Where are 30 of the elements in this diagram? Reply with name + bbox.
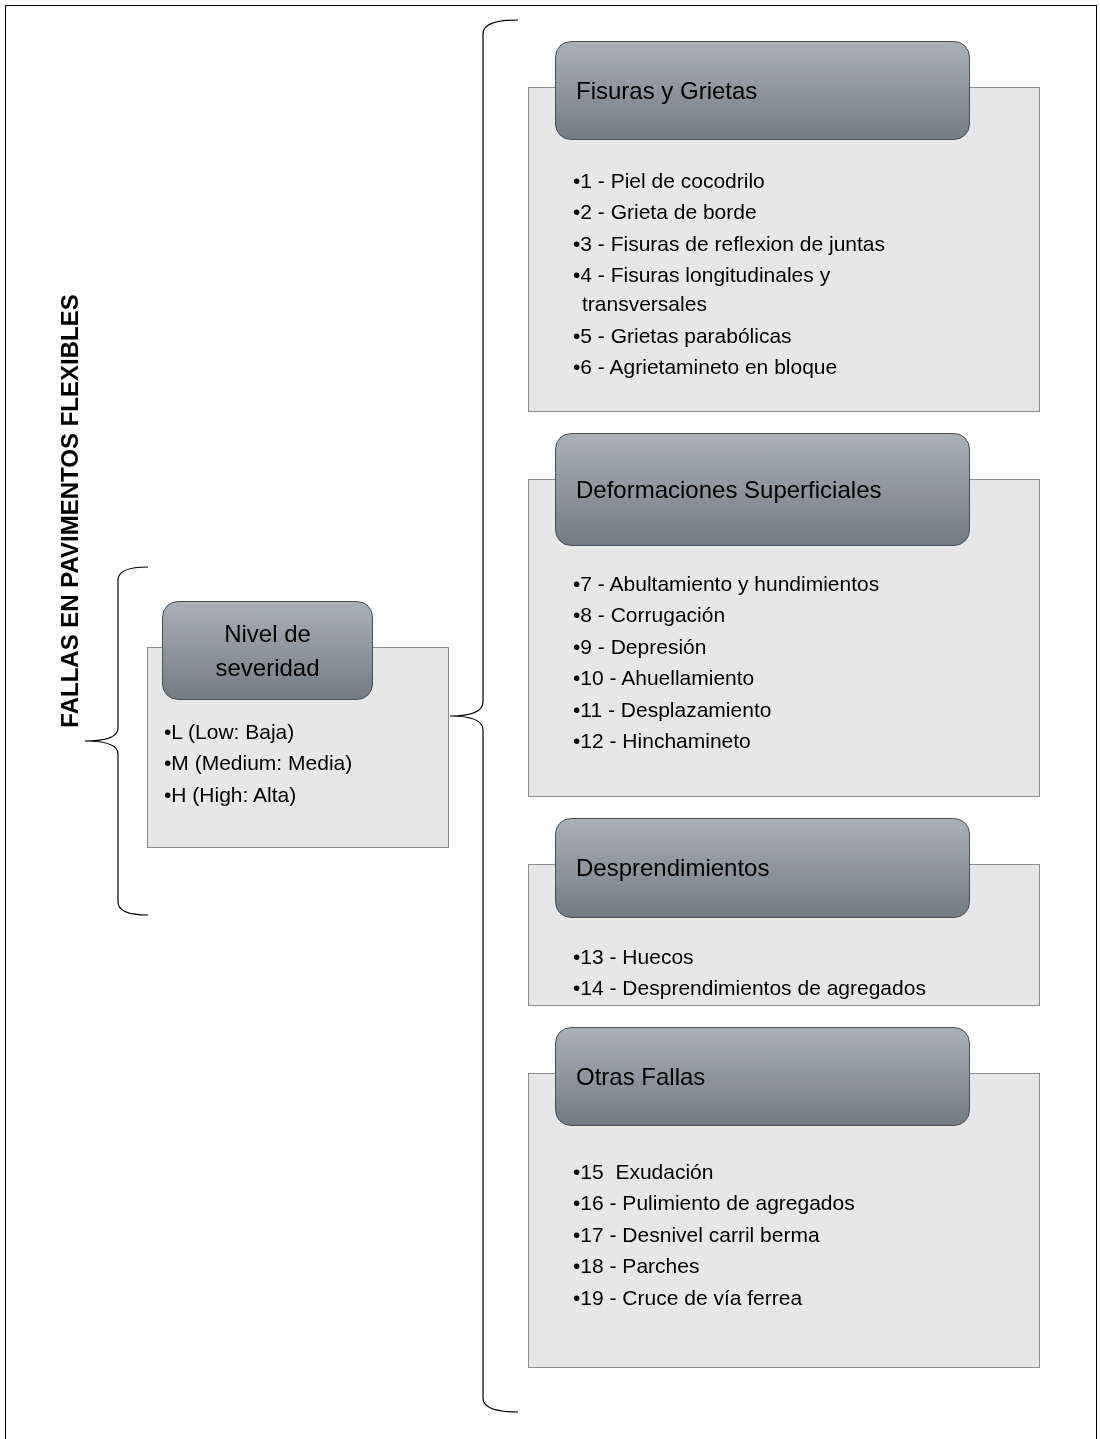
category-heading: Nivel de severidad: [214, 618, 321, 683]
list-item: •4 - Fisuras longitudinales y transversales: [573, 262, 832, 317]
list-item: •10 - Ahuellamiento: [573, 665, 756, 691]
category-heading: Fisuras y Grietas: [576, 75, 758, 106]
category-card: [147, 601, 449, 848]
category-heading: Otras Fallas: [576, 1061, 706, 1092]
list-item: •11 - Desplazamiento: [573, 696, 773, 723]
list-item: •M (Medium: Media): [164, 750, 354, 776]
list-item: •13 - Huecos: [573, 943, 695, 970]
category-heading: Deformaciones Superficiales: [576, 474, 882, 505]
list-item: •18 - Parches: [573, 1253, 701, 1279]
list-item: •16 - Pulimiento de agregados: [573, 1190, 856, 1216]
list-item: •19 - Cruce de vía ferrea: [573, 1284, 804, 1311]
list-item: •15 Exudación: [573, 1158, 715, 1185]
list-item: •2 - Grieta de borde: [573, 199, 758, 225]
diagram-title: FALLAS EN PAVIMENTOS FLEXIBLES: [55, 294, 84, 728]
list-item: •3 - Fisuras de reflexion de juntas: [573, 230, 886, 257]
category-card: [528, 818, 1040, 1006]
list-item: •12 - Hinchamineto: [573, 728, 752, 754]
list-item: •7 - Abultamiento y hundimientos: [573, 570, 881, 597]
list-item: •17 - Desnivel carril berma: [573, 1221, 821, 1248]
list-item: •8 - Corrugación: [573, 602, 727, 628]
category-heading: Desprendimientos: [576, 853, 770, 883]
list-item: •1 - Piel de cocodrilo: [573, 167, 766, 194]
list-item: •H (High: Alta): [164, 781, 298, 808]
list-item: •L (Low: Baja): [164, 718, 296, 745]
list-item: •6 - Agrietamineto en bloque: [573, 354, 839, 380]
list-item: •9 - Depresión: [573, 633, 708, 660]
list-item: •14 - Desprendimientos de agregados: [573, 975, 927, 1001]
list-item: •5 - Grietas parabólicas: [573, 322, 793, 349]
